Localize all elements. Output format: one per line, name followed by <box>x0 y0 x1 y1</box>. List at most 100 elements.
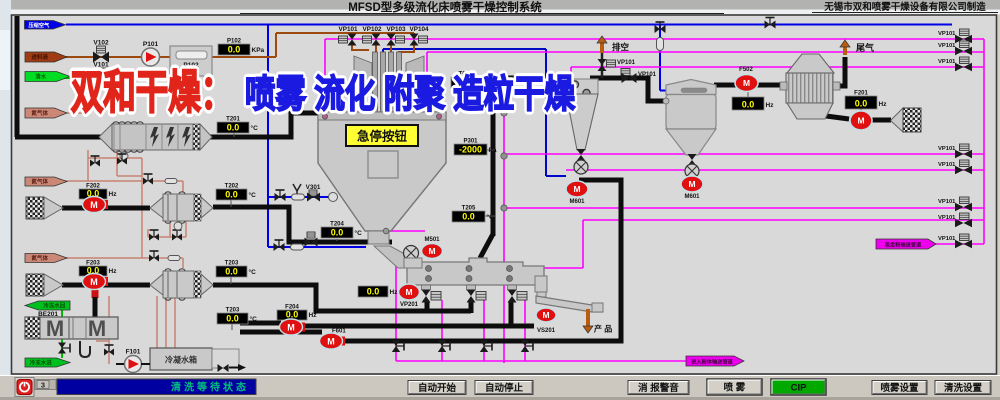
svg-text:Pa: Pa <box>489 147 497 154</box>
svg-text:VP101: VP101 <box>339 26 358 33</box>
svg-text:双和干燥：: 双和干燥： <box>71 66 233 118</box>
svg-text:VP101: VP101 <box>617 60 636 66</box>
svg-text:消 报警音: 消 报警音 <box>638 382 679 394</box>
svg-text:°C: °C <box>482 79 490 87</box>
svg-text:0.0: 0.0 <box>462 212 475 222</box>
svg-text:喷 雾: 喷 雾 <box>724 382 746 394</box>
svg-text:VP101: VP101 <box>938 162 956 168</box>
svg-text:T601: T601 <box>459 72 473 78</box>
svg-text:进料液: 进料液 <box>31 53 48 61</box>
svg-text:M: M <box>857 116 864 126</box>
svg-text:°C: °C <box>249 191 257 199</box>
svg-text:0.0: 0.0 <box>87 189 100 199</box>
svg-text:M: M <box>688 179 695 189</box>
svg-text:VP101: VP101 <box>938 199 956 205</box>
svg-text:F204: F204 <box>285 305 299 311</box>
svg-text:V101: V101 <box>93 62 109 69</box>
svg-text:0.0: 0.0 <box>855 99 868 109</box>
svg-text:Hz: Hz <box>390 289 399 296</box>
svg-text:T203: T203 <box>226 308 240 314</box>
svg-text:3: 3 <box>41 381 45 390</box>
svg-text:VP104: VP104 <box>410 26 429 33</box>
svg-text:M: M <box>327 337 335 347</box>
svg-text:喷雾 流化 附聚 造粒干燥: 喷雾 流化 附聚 造粒干燥 <box>245 74 576 116</box>
svg-text:0.0: 0.0 <box>742 100 755 110</box>
svg-text:BE201: BE201 <box>38 311 58 318</box>
svg-text:F502: F502 <box>739 67 753 73</box>
svg-text:进入粉体输送管道: 进入粉体输送管道 <box>691 358 733 366</box>
svg-text:M601: M601 <box>684 194 700 200</box>
svg-text:排空: 排空 <box>612 42 630 52</box>
svg-text:F601: F601 <box>332 329 346 335</box>
svg-text:M: M <box>428 246 435 256</box>
svg-text:Hz: Hz <box>109 268 118 275</box>
svg-text:M: M <box>88 316 106 341</box>
svg-text:氮气体: 氮气体 <box>31 254 48 262</box>
svg-text:氮气体: 氮气体 <box>31 178 48 186</box>
svg-text:M: M <box>90 200 98 210</box>
svg-text:Hz: Hz <box>879 101 888 108</box>
svg-text:F203: F203 <box>86 261 100 267</box>
svg-text:0.0: 0.0 <box>331 228 344 238</box>
svg-text:自动停止: 自动停止 <box>485 382 524 394</box>
svg-text:产 品: 产 品 <box>594 324 612 334</box>
svg-text:VP101: VP101 <box>938 146 956 152</box>
svg-text:冷凝水箱: 冷凝水箱 <box>165 355 197 365</box>
svg-text:吸走粉输送管道: 吸走粉输送管道 <box>885 241 922 249</box>
svg-text:P102: P102 <box>183 62 199 69</box>
svg-text:M601: M601 <box>569 199 585 205</box>
svg-text:0.0: 0.0 <box>87 266 100 276</box>
svg-text:VP101: VP101 <box>638 72 657 78</box>
svg-text:V102: V102 <box>93 40 109 47</box>
svg-text:VP101: VP101 <box>938 43 956 49</box>
svg-text:T205: T205 <box>462 206 476 212</box>
svg-text:KPa: KPa <box>252 47 265 54</box>
svg-text:CIP: CIP <box>791 383 808 394</box>
svg-text:VP102: VP102 <box>363 26 382 33</box>
svg-text:T203: T203 <box>225 261 239 267</box>
svg-text:P301: P301 <box>463 139 478 145</box>
svg-text:VP201: VP201 <box>400 302 419 308</box>
svg-text:无锡市双和喷雾干燥设备有限公司制造: 无锡市双和喷雾干燥设备有限公司制造 <box>823 1 986 13</box>
svg-text:V301: V301 <box>306 184 321 191</box>
svg-text:0.0: 0.0 <box>225 190 238 200</box>
svg-text:喷雾 流化 附聚 造粒干燥: 喷雾 流化 附聚 造粒干燥 <box>245 74 576 116</box>
svg-text:0.0: 0.0 <box>286 310 299 320</box>
svg-text:F202: F202 <box>86 184 100 190</box>
svg-text:VP103: VP103 <box>387 26 406 33</box>
svg-text:清洗等待状态: 清洗等待状态 <box>171 381 249 394</box>
svg-text:尾气: 尾气 <box>855 42 874 53</box>
svg-text:Hz: Hz <box>309 312 318 319</box>
svg-text:自动开始: 自动开始 <box>418 382 457 394</box>
svg-text:M: M <box>46 316 64 341</box>
svg-text:0.0: 0.0 <box>228 45 241 55</box>
svg-text:VS201: VS201 <box>537 328 556 334</box>
svg-text:急停按钮: 急停按钮 <box>357 129 408 144</box>
svg-text:T201: T201 <box>226 117 240 123</box>
svg-text:冷冻水回: 冷冻水回 <box>43 302 66 310</box>
svg-text:Hz: Hz <box>109 191 118 198</box>
svg-text:0.0: 0.0 <box>225 267 238 277</box>
svg-text:M501: M501 <box>424 237 440 243</box>
svg-text:冷冻水进: 冷冻水进 <box>30 359 53 367</box>
svg-text:0.0: 0.0 <box>367 287 380 297</box>
svg-text:-2000: -2000 <box>459 145 482 155</box>
svg-text:F201: F201 <box>854 91 868 97</box>
svg-text:°C: °C <box>249 268 257 276</box>
svg-text:T202: T202 <box>225 184 239 190</box>
svg-text:°C: °C <box>355 229 363 237</box>
svg-text:M: M <box>90 277 98 287</box>
svg-text:P101: P101 <box>143 41 159 48</box>
svg-text:VP101: VP101 <box>938 236 956 242</box>
svg-text:T204: T204 <box>330 222 344 228</box>
svg-text:M: M <box>542 310 549 320</box>
svg-text:VP101: VP101 <box>938 215 956 221</box>
svg-text:清洗设置: 清洗设置 <box>944 382 983 394</box>
svg-text:Hz: Hz <box>766 102 775 109</box>
svg-text:M: M <box>573 184 580 194</box>
svg-text:VP101: VP101 <box>938 59 956 65</box>
svg-text:VP101: VP101 <box>938 31 956 37</box>
svg-text:M: M <box>287 323 295 333</box>
svg-text:MFSD型多级流化床喷雾干燥控制系统: MFSD型多级流化床喷雾干燥控制系统 <box>348 0 542 14</box>
svg-text:0.0: 0.0 <box>226 314 239 324</box>
